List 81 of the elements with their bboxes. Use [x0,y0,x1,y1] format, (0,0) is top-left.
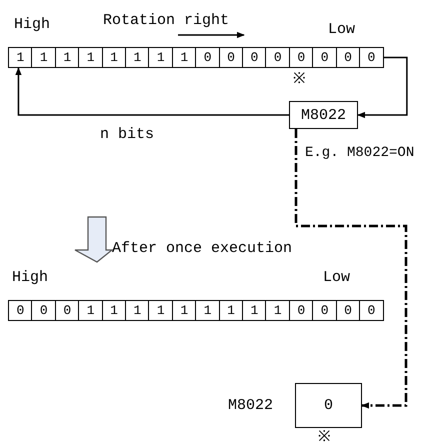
bit-cell [312,300,338,321]
bit-cell [102,300,126,321]
bit-value: 0 [40,303,48,318]
bit-value: 0 [227,50,235,65]
bit-value: 0 [368,50,376,65]
bit-value: 0 [324,397,333,414]
bit-value: 1 [110,50,118,65]
bit-cell [336,300,360,321]
bit-cell [288,47,314,68]
bit-cell [148,47,174,68]
bit-cell [125,47,150,68]
bit-value: 1 [40,50,48,65]
bit-value: 0 [320,303,329,318]
bit-value: 1 [86,303,95,318]
bit-cell [54,300,80,321]
bit-value: 0 [250,50,258,65]
bit-cell [242,47,267,68]
bit-cell [288,300,314,321]
bit-cell [125,300,150,321]
arrow [357,56,408,118]
bit-value: 1 [204,303,212,318]
note-mark: ※ [293,72,306,87]
bit-cell [31,47,56,68]
arrow [15,67,289,116]
direction-label: Rotation right [103,13,230,28]
bit-value: 0 [204,50,212,65]
bit-cell [54,47,80,68]
bit-value: 1 [250,303,258,318]
bit-value: 1 [180,50,188,65]
bit-order-label: High [14,17,50,32]
bit-value: 1 [86,50,95,65]
bit-value: 0 [16,303,24,318]
bit-value: 0 [297,50,306,65]
note-mark: ※ [318,430,331,445]
bit-value: 1 [134,303,142,318]
bit-order-label: Low [323,270,350,285]
bit-value: 1 [63,50,72,65]
bit-value: 1 [16,50,24,65]
bit-cell [8,300,33,321]
bit-cell [172,47,197,68]
bit-cell [172,300,197,321]
bit-value: 1 [274,303,282,318]
bit-cell [31,300,56,321]
bit-value: 1 [110,303,118,318]
flag-box [295,383,362,428]
bit-cell [359,300,384,321]
bit-value: 1 [227,303,235,318]
flag-name: M8022 [228,398,274,413]
bit-cell [242,300,267,321]
bit-value: M8022 [300,106,346,124]
bit-value: 0 [344,303,352,318]
bit-order-label: High [12,270,48,285]
bit-value: 1 [156,50,165,65]
bit-value: 0 [344,50,352,65]
bit-value: 0 [63,303,72,318]
example-note: E.g. M8022=ON [305,146,414,160]
bit-cell [265,300,290,321]
bit-cell [148,300,174,321]
arrow [294,129,408,409]
bit-value: 1 [180,303,188,318]
bit-value: 1 [134,50,142,65]
flag-box [289,101,358,129]
bit-order-label: Low [328,22,356,37]
bit-cell [78,47,104,68]
bit-cell [195,47,220,68]
bit-cell [8,47,33,68]
bit-value: 1 [156,303,165,318]
bit-cell [336,47,360,68]
step-label: After once execution [112,241,292,256]
bit-cell [218,300,244,321]
bit-cell [265,47,290,68]
bit-value: 0 [368,303,376,318]
bit-cell [102,47,126,68]
bit-cell [78,300,104,321]
bit-value: 0 [320,50,329,65]
bit-cell [195,300,220,321]
bit-cell [312,47,338,68]
bit-cell [218,47,244,68]
bit-cell [359,47,384,68]
bit-value: 0 [297,303,306,318]
bit-value: 0 [274,50,282,65]
